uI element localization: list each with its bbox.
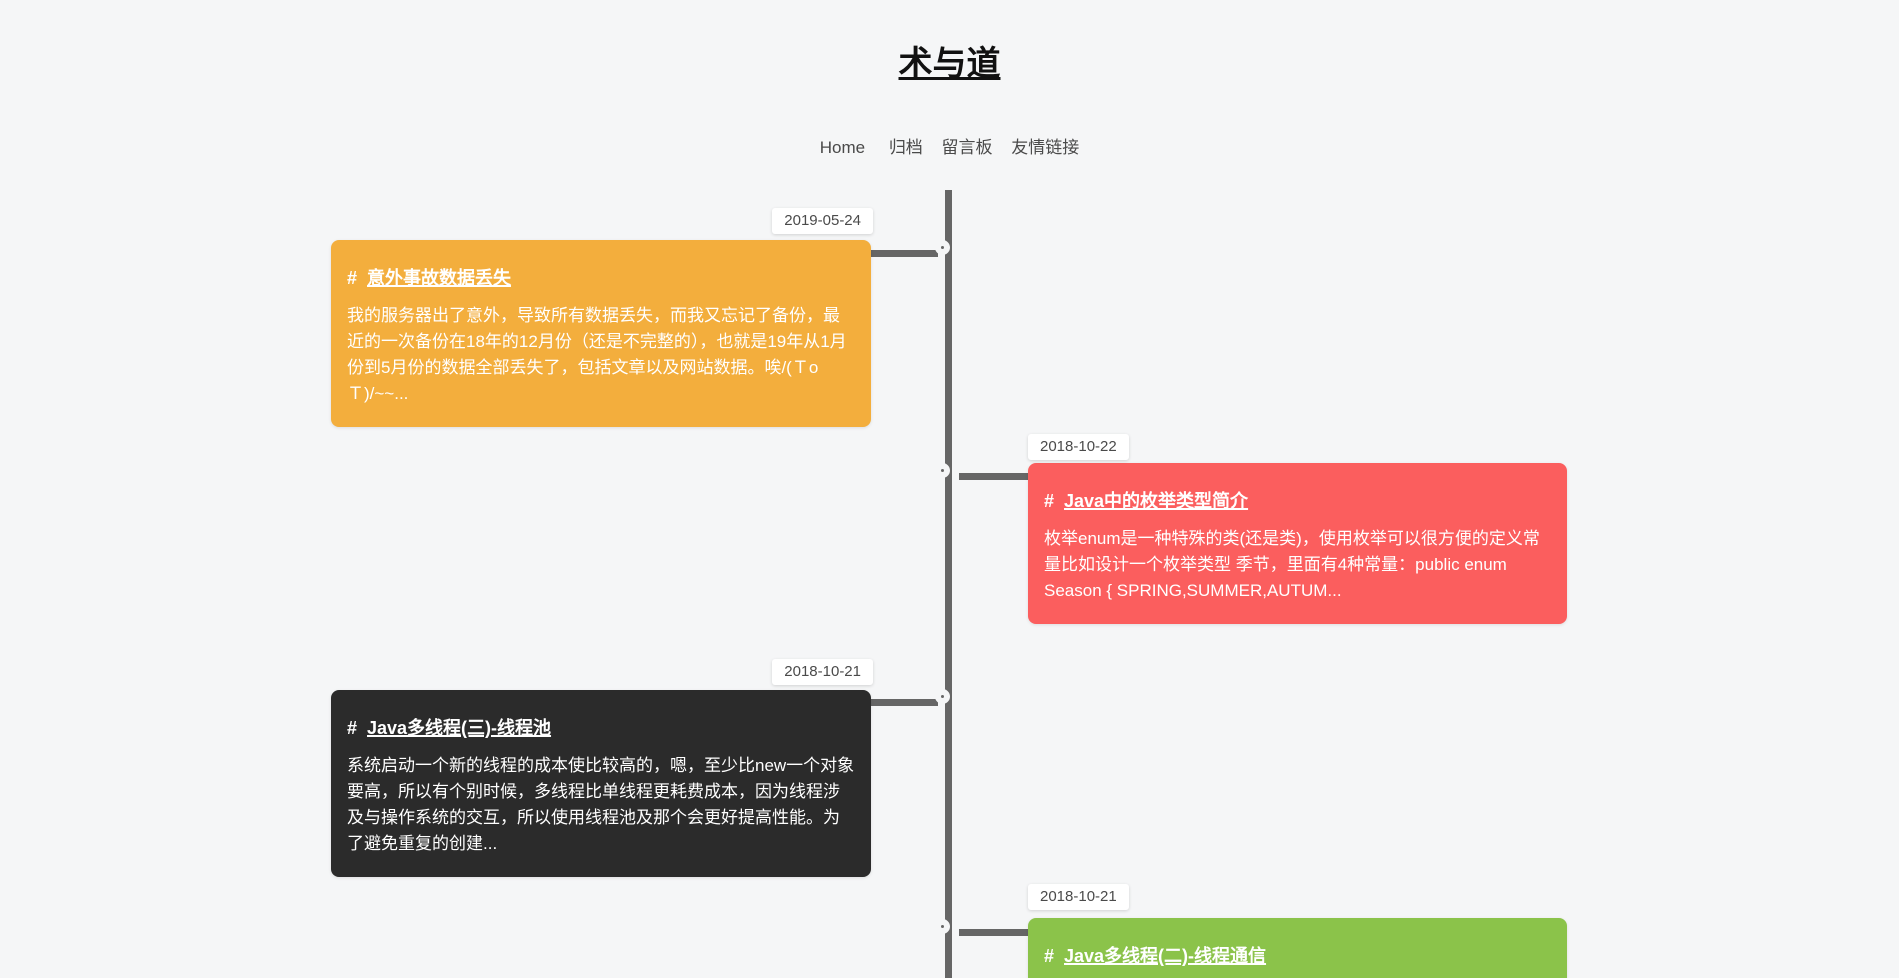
- main-nav: Home 归档 留言板 友情链接: [0, 133, 1899, 158]
- nav-item-home[interactable]: Home: [819, 138, 866, 157]
- post-excerpt: 我的服务器出了意外，导致所有数据丢失，而我又忘记了备份，最近的一次备份在18年的…: [347, 306, 847, 403]
- post-date-badge: 2019-05-24: [772, 208, 873, 234]
- post-title-link[interactable]: Java多线程(二)-线程通信: [1064, 946, 1267, 966]
- post-card: # Java多线程(二)-线程通信: [1028, 918, 1567, 978]
- nav-item-guestbook[interactable]: 留言板: [941, 138, 993, 157]
- timeline-dot: [935, 689, 950, 704]
- post-card: # Java多线程(三)-线程池 系统启动一个新的线程的成本使比较高的，嗯，至少比…: [331, 690, 871, 877]
- post-title: # 意外事故数据丢失: [347, 264, 855, 290]
- post-card: # Java中的枚举类型简介 枚举enum是一种特殊的类(还是类)，使用枚举可以很…: [1028, 463, 1567, 624]
- hash-icon: #: [1044, 946, 1055, 966]
- post-title: # Java多线程(三)-线程池: [347, 714, 855, 740]
- nav-item-friend-links[interactable]: 友情链接: [1011, 138, 1080, 157]
- page-title: 术与道: [0, 36, 1899, 85]
- timeline-connector: [871, 699, 938, 706]
- post-title: # Java多线程(二)-线程通信: [1044, 942, 1551, 968]
- post-title: # Java中的枚举类型简介: [1044, 487, 1551, 513]
- site-title-link[interactable]: 术与道: [898, 45, 1001, 83]
- timeline-line: [945, 190, 952, 978]
- post-date-badge: 2018-10-22: [1028, 434, 1129, 460]
- hash-icon: #: [1044, 491, 1055, 511]
- post-date-badge: 2018-10-21: [1028, 884, 1129, 910]
- timeline-dot: [935, 463, 950, 478]
- post-excerpt: 系统启动一个新的线程的成本使比较高的，嗯，至少比new一个对象要高，所以有个别时…: [347, 756, 855, 853]
- post-title-link[interactable]: Java中的枚举类型简介: [1064, 491, 1249, 511]
- timeline-dot: [935, 919, 950, 934]
- nav-item-archive[interactable]: 归档: [888, 138, 923, 157]
- timeline-connector: [959, 473, 1028, 480]
- post-title-link[interactable]: 意外事故数据丢失: [367, 268, 512, 288]
- timeline-connector: [959, 929, 1028, 936]
- timeline-dot: [935, 240, 950, 255]
- timeline-connector: [871, 250, 938, 257]
- post-card: # 意外事故数据丢失 我的服务器出了意外，导致所有数据丢失，而我又忘记了备份，最近…: [331, 240, 871, 427]
- post-date-badge: 2018-10-21: [772, 659, 873, 685]
- hash-icon: #: [347, 718, 358, 738]
- post-title-link[interactable]: Java多线程(三)-线程池: [367, 718, 552, 738]
- hash-icon: #: [347, 268, 358, 288]
- post-excerpt: 枚举enum是一种特殊的类(还是类)，使用枚举可以很方便的定义常量比如设计一个枚…: [1044, 529, 1540, 600]
